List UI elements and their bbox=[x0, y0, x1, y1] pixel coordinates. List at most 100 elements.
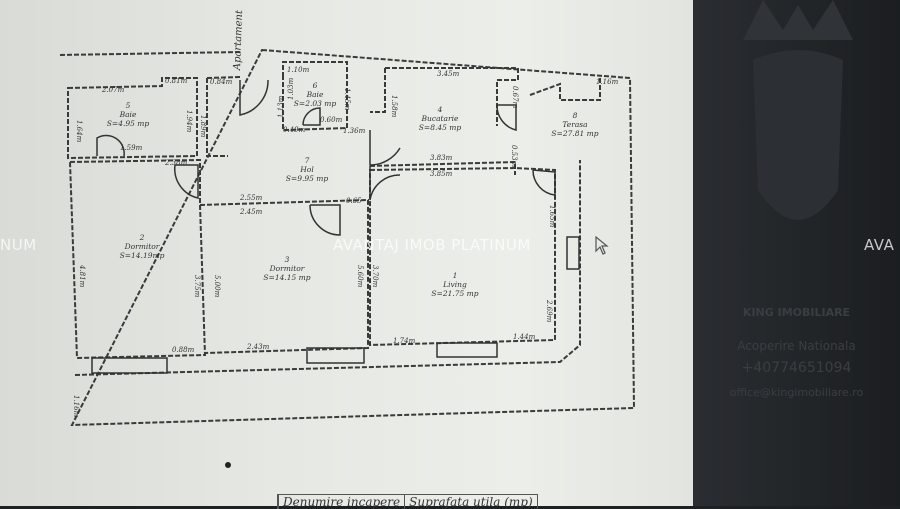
room-number: 1 bbox=[453, 271, 458, 280]
dimension-label: 0.84m bbox=[210, 78, 233, 86]
dimension-label: 0.49m bbox=[283, 126, 306, 134]
entrance-label: Apartament bbox=[232, 9, 246, 71]
agency-panel: KING IMOBILIARE Acoperire Nationala +407… bbox=[693, 0, 900, 506]
dimension-label: 1.89m bbox=[199, 115, 207, 138]
dimension-label: 0.60m bbox=[320, 116, 343, 124]
dimension-label: 1.74m bbox=[393, 337, 416, 345]
dimension-label: 2.07m bbox=[101, 86, 125, 94]
dimension-label: 2.69m bbox=[545, 299, 553, 323]
dimension-label: 5.60m bbox=[356, 265, 364, 288]
room-number: 3 bbox=[285, 255, 290, 264]
room-area: S=4.95 mp bbox=[107, 119, 150, 128]
wall-baie5 bbox=[67, 77, 198, 160]
agency-phone[interactable]: +40774651094 bbox=[741, 360, 852, 376]
dimension-label: 3.75m bbox=[193, 275, 201, 298]
room-name: Baie bbox=[119, 110, 137, 119]
dimension-label: 0.88m bbox=[172, 346, 195, 354]
door-icon bbox=[532, 169, 556, 196]
dimension-label: 1.13m bbox=[277, 95, 285, 118]
room-area: S=9.95 mp bbox=[286, 174, 329, 183]
wall-terasa bbox=[529, 78, 601, 101]
door-icon bbox=[174, 164, 199, 199]
door-icon bbox=[239, 79, 269, 116]
watermark-center: AVANTAJ IMOB PLATINUM bbox=[333, 236, 531, 254]
door-icon bbox=[369, 166, 401, 201]
room-area: S=21.75 mp bbox=[431, 289, 478, 298]
dimension-label: 2.38m bbox=[164, 159, 188, 167]
agency-name: KING IMOBILIARE bbox=[742, 306, 851, 319]
dimension-label: 1.16m bbox=[72, 395, 80, 418]
window-icon bbox=[91, 357, 168, 374]
room-number: 4 bbox=[437, 105, 443, 114]
dimension-label: 3.70m bbox=[371, 265, 379, 288]
agency-email[interactable]: office@kingimobiliare.ro bbox=[729, 386, 864, 399]
dimension-label: 4.81m bbox=[78, 264, 86, 288]
room-area: S=14.19mp bbox=[120, 251, 165, 260]
room-name: Hol bbox=[299, 165, 314, 174]
dimension-label: 1.94m bbox=[185, 110, 193, 133]
table-header-room: Denumire incapere bbox=[278, 495, 404, 509]
dimension-label: 0.65 bbox=[346, 197, 362, 205]
wall-dorm3 bbox=[199, 198, 369, 354]
dimension-label: 3.85m bbox=[430, 170, 453, 178]
door-icon bbox=[309, 204, 341, 236]
dimension-label: 5.00m bbox=[213, 275, 221, 298]
dimension-label: 1.45m bbox=[343, 88, 351, 111]
room-name: Terasa bbox=[562, 120, 587, 129]
room-area: S=27.81 mp bbox=[551, 129, 598, 138]
mouse-cursor-icon bbox=[595, 236, 609, 255]
dimension-label: 1.36m bbox=[343, 127, 366, 135]
dimension-label: 3.83m bbox=[430, 154, 453, 162]
wall-hol bbox=[206, 76, 241, 157]
wall-baie6 bbox=[282, 61, 348, 131]
dimension-label: 1.65m bbox=[548, 205, 556, 228]
king-logo-icon bbox=[743, 0, 853, 220]
window-icon bbox=[566, 236, 580, 270]
room-area: S=8.45 mp bbox=[419, 123, 462, 132]
dimension-label: 0.67m bbox=[511, 86, 519, 109]
room-name: Bucatarie bbox=[421, 114, 459, 123]
area-table-header: Denumire incapere Suprafata utila (mp) bbox=[277, 494, 538, 509]
dimension-label: 0.53m bbox=[510, 145, 518, 168]
room-number: 7 bbox=[305, 156, 310, 165]
room-area: S=14.15 mp bbox=[263, 273, 310, 282]
dimension-label: 1.03m bbox=[287, 77, 295, 100]
dimension-label: 1.58m bbox=[390, 95, 398, 118]
door-icon bbox=[369, 130, 401, 166]
door-icon bbox=[302, 107, 321, 126]
dimension-label: 1.59m bbox=[120, 144, 143, 152]
room-name: Living bbox=[442, 280, 467, 289]
watermark-left: NUM bbox=[0, 236, 37, 254]
dimension-label: 1.10m bbox=[287, 66, 310, 74]
dimension-label: 3.45m bbox=[437, 70, 460, 78]
speck bbox=[225, 462, 231, 468]
window-icon bbox=[436, 342, 498, 358]
room-name: Baie bbox=[306, 90, 324, 99]
room-number: 2 bbox=[139, 233, 145, 242]
room-name: Dormitor bbox=[269, 264, 305, 273]
door-icon bbox=[96, 134, 125, 157]
dimension-label: 1.44m bbox=[513, 333, 536, 341]
dimension-label: 2.55m bbox=[239, 194, 263, 202]
door-icon bbox=[496, 104, 517, 131]
dimension-label: 0.81m bbox=[165, 77, 188, 85]
room-name: Dormitor bbox=[124, 242, 160, 251]
agency-coverage: Acoperire Nationala bbox=[737, 339, 856, 353]
dimension-label: 2.45m bbox=[239, 208, 263, 216]
room-number: 6 bbox=[313, 81, 318, 90]
table-header-area: Suprafata utila (mp) bbox=[404, 495, 537, 509]
wall-living bbox=[369, 166, 556, 347]
dimension-label: 1.64m bbox=[75, 120, 83, 143]
window-icon bbox=[306, 347, 365, 364]
room-number: 5 bbox=[126, 101, 131, 110]
wall-dorm2 bbox=[68, 158, 207, 360]
dimension-label: 1.16m bbox=[596, 78, 619, 86]
dimension-label: 2.43m bbox=[246, 343, 270, 351]
room-number: 8 bbox=[573, 111, 578, 120]
wall-balcony bbox=[74, 160, 581, 376]
room-area: S=2.03 mp bbox=[294, 99, 337, 108]
wall-kitchen bbox=[370, 67, 519, 126]
watermark-right: AVA bbox=[864, 236, 895, 254]
